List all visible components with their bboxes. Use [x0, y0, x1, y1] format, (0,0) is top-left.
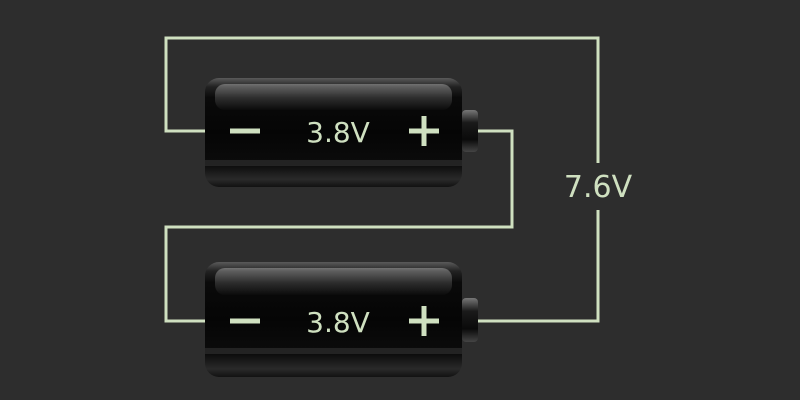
wire-middle-link: [164, 129, 514, 323]
battery-bottom-terminal: [462, 298, 478, 342]
battery-top-voltage: 3.8V: [306, 116, 370, 149]
total-voltage-label: 7.6V: [564, 170, 633, 205]
battery-bottom: 3.8V: [205, 262, 478, 377]
battery-top: 3.8V: [205, 78, 478, 187]
wire-top-loop: [164, 36, 600, 163]
battery-top-terminal: [462, 110, 478, 152]
wire-bottom-return: [472, 210, 600, 323]
battery-bottom-voltage: 3.8V: [306, 306, 370, 339]
